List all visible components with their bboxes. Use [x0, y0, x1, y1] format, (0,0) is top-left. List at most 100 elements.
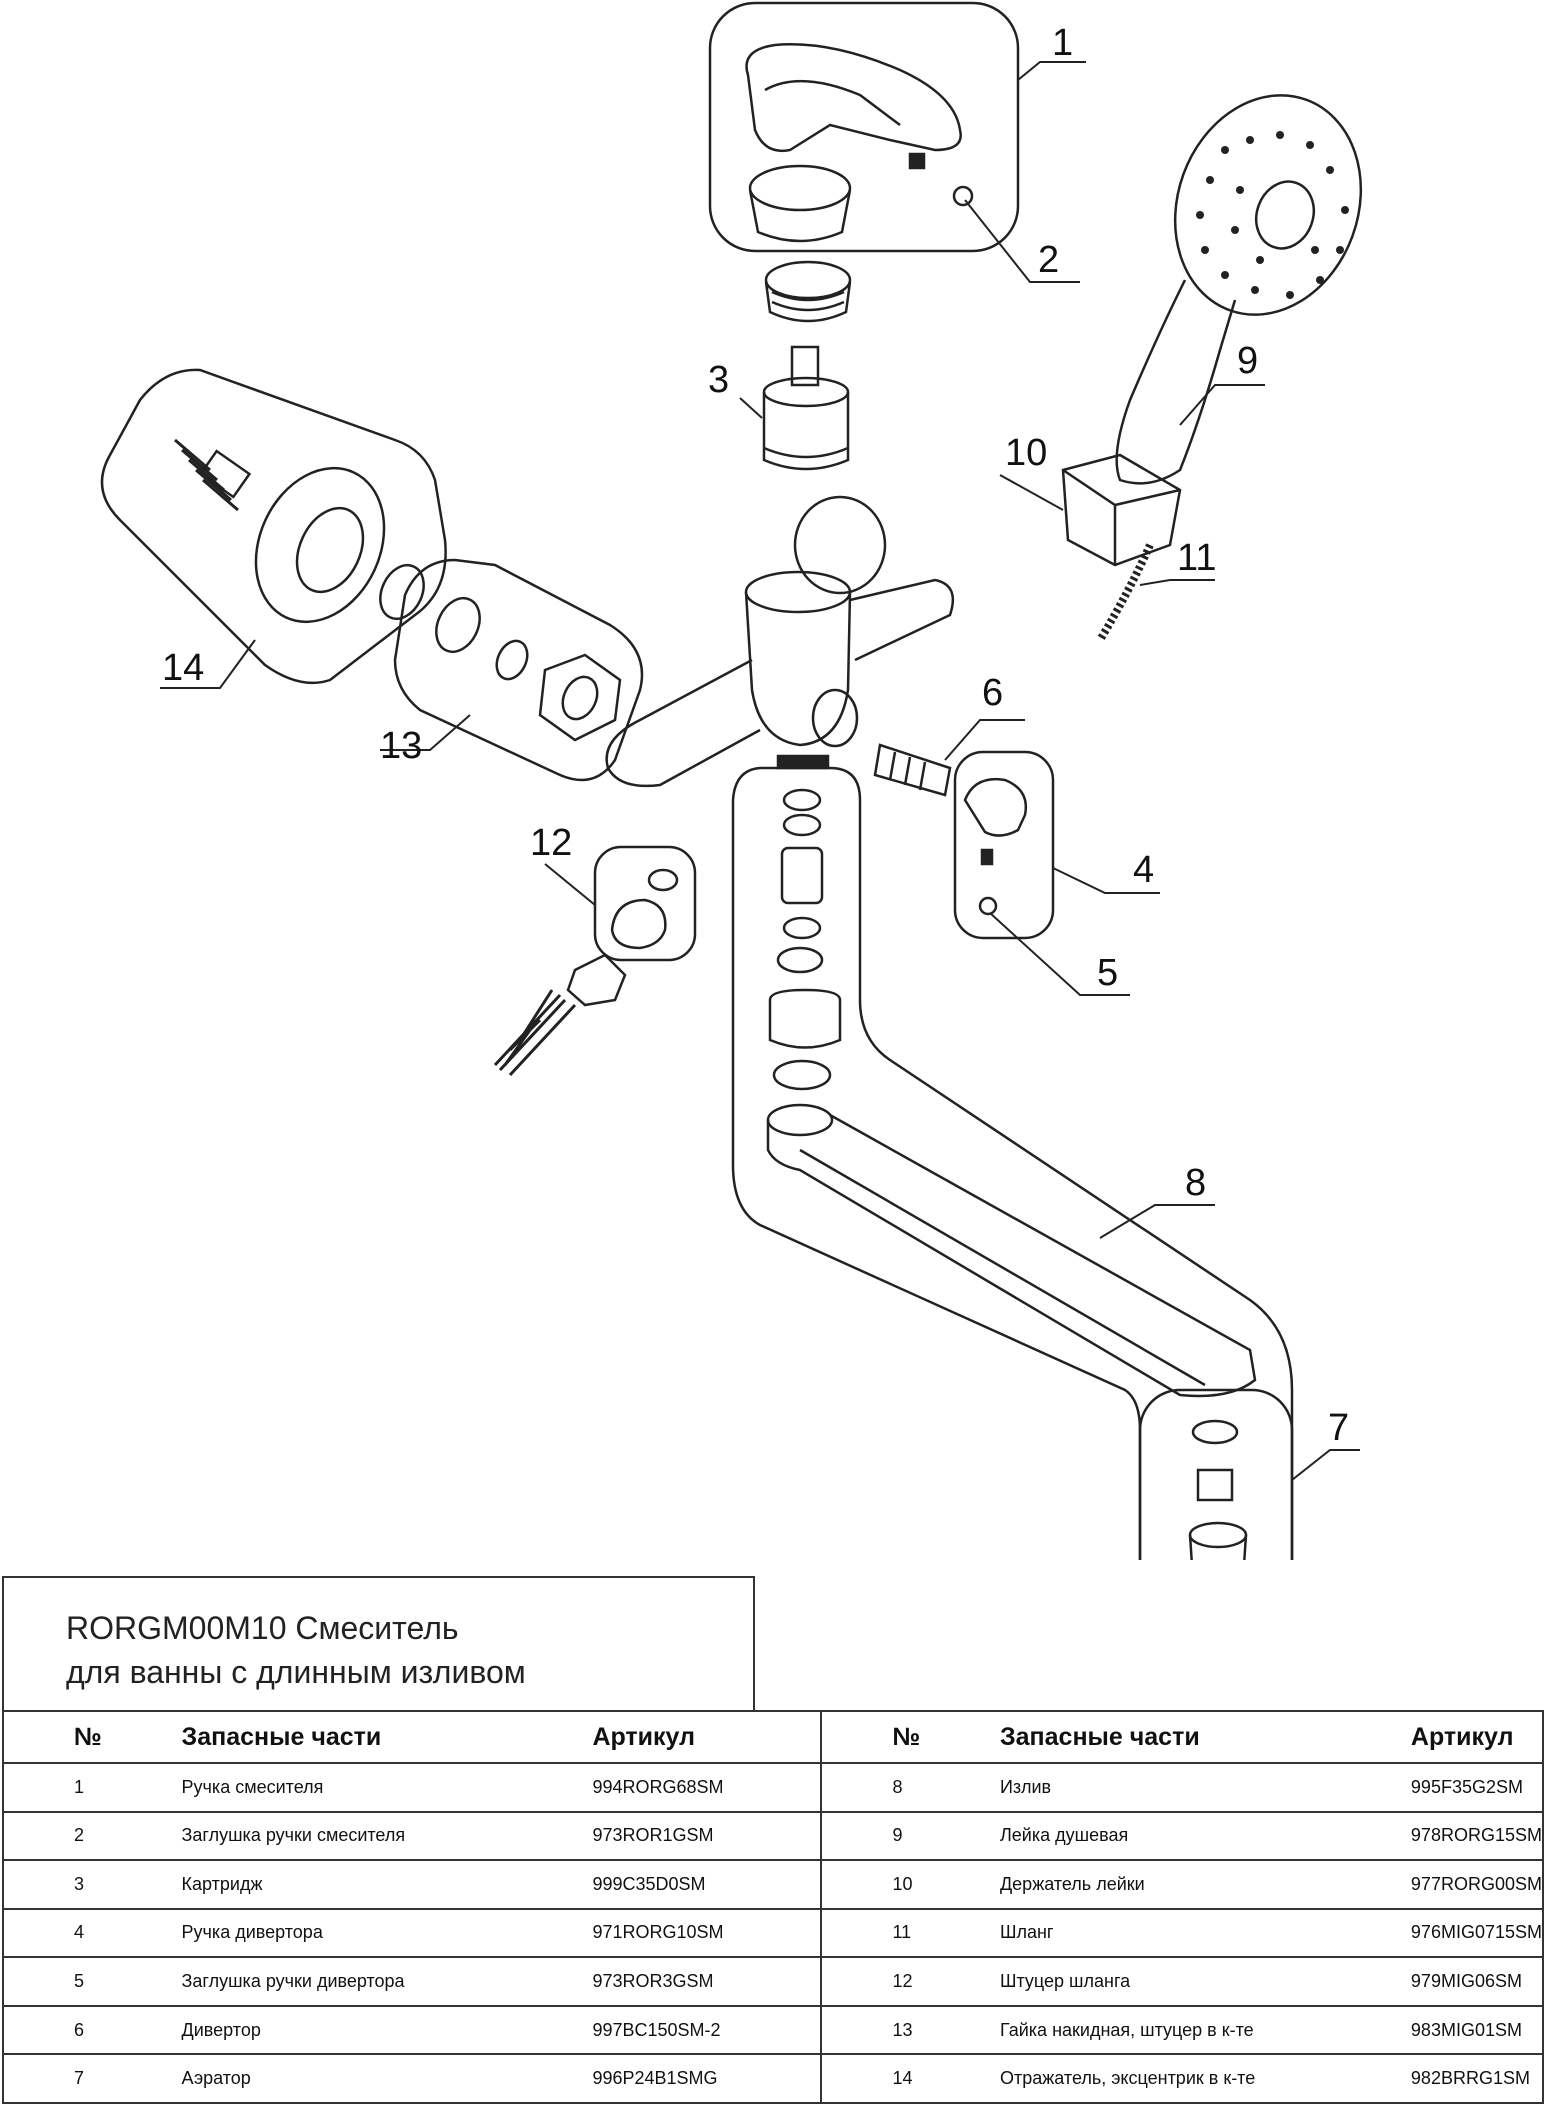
callout-4: 4	[1133, 849, 1154, 891]
callout-3: 3	[708, 359, 729, 401]
spout-sleeve	[768, 988, 842, 1049]
callout-13: 13	[380, 725, 422, 767]
diverter-plug-icon	[978, 896, 998, 916]
shower-holder-edge	[1062, 468, 1181, 565]
part-number: 11	[821, 1907, 950, 1959]
part-name: Дивертор	[131, 2004, 573, 2056]
part-name: Ручка дивертора	[131, 1907, 573, 1959]
part-article: 978RORG15SM	[1390, 1810, 1545, 1862]
part-number: 4	[2, 1907, 132, 1959]
exploded-parts-diagram: 1 2 3 4 5 6 7 8 9 10 11 12 13 14	[100, 1, 1363, 1560]
part-name: Гайка накидная, штуцер в к-те	[949, 2004, 1391, 2056]
cartridge-nut-thread	[771, 290, 845, 312]
reflector-inner	[295, 506, 365, 594]
callout-12: 12	[530, 822, 572, 864]
handle-cap-ring	[748, 164, 852, 212]
part-name: Излив	[949, 1762, 1391, 1813]
spout-oring-4	[772, 1059, 832, 1091]
callout-10: 10	[1005, 432, 1047, 474]
mixer-arm-right	[849, 578, 955, 662]
part-article: 994RORG68SM	[572, 1762, 823, 1813]
part-article: 983MIG01SM	[1390, 2004, 1545, 2056]
header-name-right: Запасные части	[949, 1710, 1391, 1764]
group-box-eccentric	[100, 368, 447, 685]
spout-pipe-edge	[799, 1148, 1206, 1387]
aerator-housing-top	[1188, 1521, 1248, 1549]
callout-6: 6	[982, 672, 1003, 714]
hose-fitting-hex	[566, 953, 627, 1007]
part-article: 973ROR3GSM	[572, 1956, 823, 2007]
part-number: 6	[2, 2004, 132, 2056]
title-box: RORGM00M10 Смеситель для ванны с длинным…	[2, 1576, 755, 1710]
callout-8: 8	[1185, 1162, 1206, 1204]
part-article: 982BRRG1SM	[1390, 2053, 1545, 2104]
group-box-diverter-handle	[953, 750, 1055, 940]
header-article-left: Артикул	[572, 1710, 823, 1764]
product-title-line2: для ванны с длинным изливом	[66, 1654, 526, 1690]
header-no-left: №	[2, 1710, 132, 1764]
group-box-handle	[708, 1, 1020, 253]
mixer-diverter-port	[811, 688, 859, 748]
part-name: Штуцер шланга	[949, 1956, 1391, 2007]
handle-screw	[908, 152, 926, 170]
eccentric-hex	[198, 449, 252, 499]
spout-inlet	[766, 1103, 834, 1137]
shower-head-nozzles	[1196, 131, 1349, 299]
aerator-insert	[1196, 1468, 1234, 1502]
table-header-row: № Запасные части Артикул № Запасные част…	[2, 1710, 1545, 1764]
part-number: 12	[821, 1956, 950, 2007]
group-box-nut	[393, 558, 644, 782]
hose-fitting-gasket	[647, 868, 679, 892]
cartridge-band	[763, 446, 849, 459]
spout-oring-2	[782, 813, 822, 837]
part-name: Аэратор	[131, 2053, 573, 2104]
part-number: 3	[2, 1859, 132, 1910]
part-article: 996P24B1SMG	[572, 2053, 823, 2104]
eccentric-thread	[174, 438, 239, 512]
diverter-thread	[888, 751, 927, 791]
part-article: 995F35G2SM	[1390, 1762, 1545, 1813]
nut-fitting	[435, 597, 481, 653]
spout-oring-3	[782, 916, 822, 940]
part-number: 5	[2, 1956, 132, 2007]
part-number: 9	[821, 1810, 950, 1862]
part-number: 1	[2, 1762, 132, 1813]
part-name: Держатель лейки	[949, 1859, 1391, 1910]
part-article: 997BC150SM-2	[572, 2004, 823, 2056]
mixer-body	[744, 591, 852, 747]
hose-fitting-thread	[493, 989, 577, 1077]
header-name-left: Запасные части	[131, 1710, 573, 1764]
part-article: 979MIG06SM	[1390, 1956, 1545, 2007]
part-name: Ручка смесителя	[131, 1762, 573, 1813]
spout-clip	[776, 946, 824, 974]
shower-hose	[1096, 543, 1154, 643]
part-article: 977RORG00SM	[1390, 1859, 1545, 1910]
cartridge-nut-ring	[764, 260, 852, 300]
part-name: Лейка душевая	[949, 1810, 1391, 1862]
callout-11: 11	[1177, 537, 1216, 579]
spout-pipe	[766, 1113, 1257, 1398]
part-number: 8	[821, 1762, 950, 1813]
eccentric-gasket	[379, 564, 425, 620]
cartridge-nut-body	[764, 281, 852, 323]
hose-fitting-nipple	[610, 898, 667, 950]
spare-parts-table: № Запасные части Артикул № Запасные част…	[2, 1710, 1545, 2104]
callout-14: 14	[162, 647, 204, 689]
part-name: Отражатель, эксцентрик в к-те	[949, 2053, 1391, 2104]
group-box-hose-fitting	[593, 845, 697, 962]
diverter-screw	[980, 848, 994, 866]
handle-lever-detail	[764, 79, 901, 126]
mixer-wall-flange	[793, 495, 887, 595]
callout-9: 9	[1237, 340, 1258, 382]
spout-oring-1	[782, 788, 822, 812]
shower-head-center	[1254, 180, 1316, 250]
part-article: 973ROR1GSM	[572, 1810, 823, 1862]
reflector-outer	[254, 466, 386, 624]
part-number: 13	[821, 2004, 950, 2056]
